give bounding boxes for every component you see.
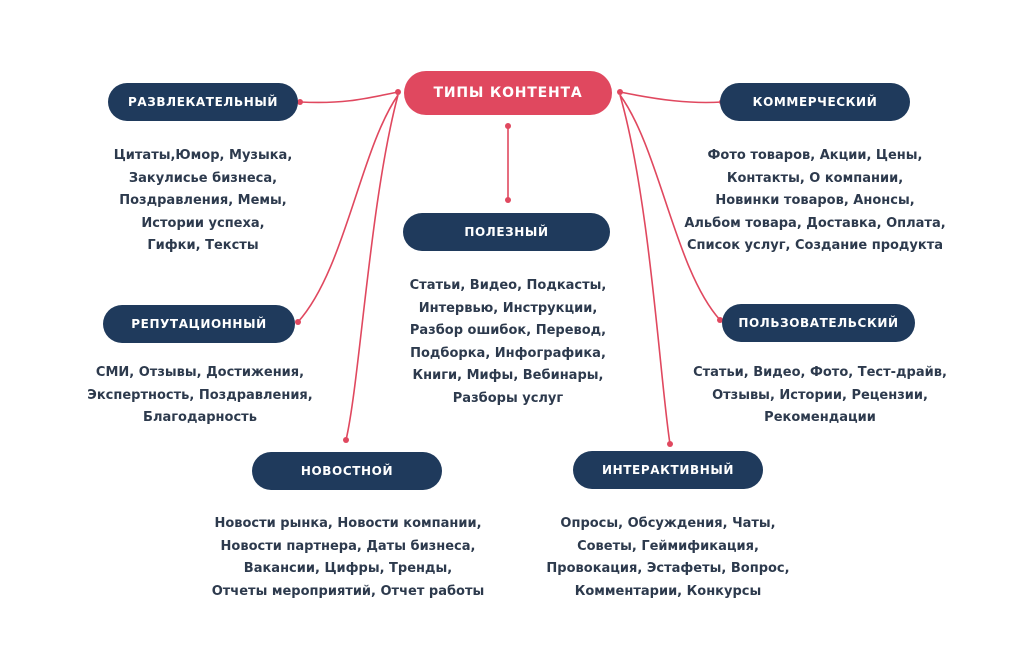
connector-reputational [297,94,399,323]
category-title: ПОЛЬЗОВАТЕЛЬСКИЙ [738,316,899,330]
entertaining-items: Цитаты,Юмор, Музыка, Закулисье бизнеса, … [68,145,338,258]
connector-dot [295,319,301,325]
category-useful: ПОЛЕЗНЫЙ [403,213,610,251]
category-news: НОВОСТНОЙ [252,452,442,490]
useful-items: Статьи, Видео, Подкасты, Интервью, Инстр… [372,275,644,410]
list-item: СМИ, Отзывы, Достижения, [95,365,305,380]
list-item: Комментарии, Конкурсы [574,583,762,599]
list-item: Цитаты,Юмор, Музыка, [113,148,293,163]
category-user: ПОЛЬЗОВАТЕЛЬСКИЙ [722,304,915,342]
list-item: Разборы услуг [452,390,564,406]
connector-interactive [619,94,671,445]
list-item: Рекомендации [764,410,876,425]
connector-dot [505,123,511,129]
connector-dot [297,99,303,105]
connector-dot [717,317,723,323]
connector-dot [617,89,623,95]
connector-dot [505,197,511,203]
reputational-items: СМИ, Отзывы, Достижения, Экспертность, П… [60,362,340,430]
category-title: РАЗВЛЕКАТЕЛЬНЫЙ [127,95,279,109]
list-item: Контакты, О компании, [726,170,904,186]
list-item: Экспертность, Поздравления, [87,387,313,403]
list-item: Благодарность [143,410,257,425]
list-item: Фото товаров, Акции, Цены, [707,148,923,163]
list-item: Новости партнера, Даты бизнеса, [220,538,476,554]
list-item: Истории успеха, [141,215,265,231]
connector-entertaining [299,91,399,104]
list-item: Новости рынка, Новости компании, [214,516,482,531]
list-item: Статьи, Видео, Подкасты, [409,278,607,293]
list-item: Закулисье бизнеса, [128,170,278,186]
center-node: ТИПЫ КОНТЕНТА [404,71,612,115]
list-item: Опросы, Обсуждения, Чаты, [560,516,776,531]
list-item: Новинки товаров, Анонсы, [715,193,915,208]
list-item: Альбом товара, Доставка, Оплата, [684,215,946,231]
category-commercial: КОММЕРЧЕСКИЙ [720,83,910,121]
list-item: Отзывы, Истории, Рецензии, [712,387,928,403]
list-item: Подборка, Инфографика, [410,345,606,361]
commercial-items: Фото товаров, Акции, Цены, Контакты, О к… [665,145,965,258]
connector-commercial [619,91,723,104]
list-item: Интервью, Инструкции, [418,300,598,316]
category-reputational: РЕПУТАЦИОННЫЙ [103,305,295,343]
connector-dot [395,89,401,95]
connector-news [345,94,399,441]
category-entertaining: РАЗВЛЕКАТЕЛЬНЫЙ [108,83,298,121]
category-title: КОММЕРЧЕСКИЙ [752,95,878,109]
connector-dot [667,441,673,447]
list-item: Отчеты мероприятий, Отчет работы [211,583,485,599]
list-item: Вакансии, Цифры, Тренды, [243,561,453,576]
category-title: ПОЛЕЗНЫЙ [464,225,549,239]
center-title: ТИПЫ КОНТЕНТА [433,85,583,101]
list-item: Поздравления, Мемы, [119,193,287,208]
list-item: Список услуг, Создание продукта [686,238,944,253]
list-item: Разбор ошибок, Перевод, [409,323,607,338]
connector-user [619,94,721,321]
list-item: Книги, Мифы, Вебинары, [412,368,604,383]
list-item: Статьи, Видео, Фото, Тест-драйв, [693,365,947,380]
user-items: Статьи, Видео, Фото, Тест-драйв, Отзывы,… [675,362,965,430]
connector-dot [343,437,349,443]
category-title: НОВОСТНОЙ [300,464,394,478]
category-title: ИНТЕРАКТИВНЫЙ [601,463,735,477]
news-items: Новости рынка, Новости компании, Новости… [200,513,496,603]
list-item: Провокация, Эстафеты, Вопрос, [546,561,790,576]
interactive-items: Опросы, Обсуждения, Чаты, Советы, Геймиф… [528,513,808,603]
list-item: Советы, Геймификация, [577,538,759,554]
list-item: Гифки, Тексты [147,238,259,253]
category-interactive: ИНТЕРАКТИВНЫЙ [573,451,763,489]
category-title: РЕПУТАЦИОННЫЙ [131,317,267,331]
